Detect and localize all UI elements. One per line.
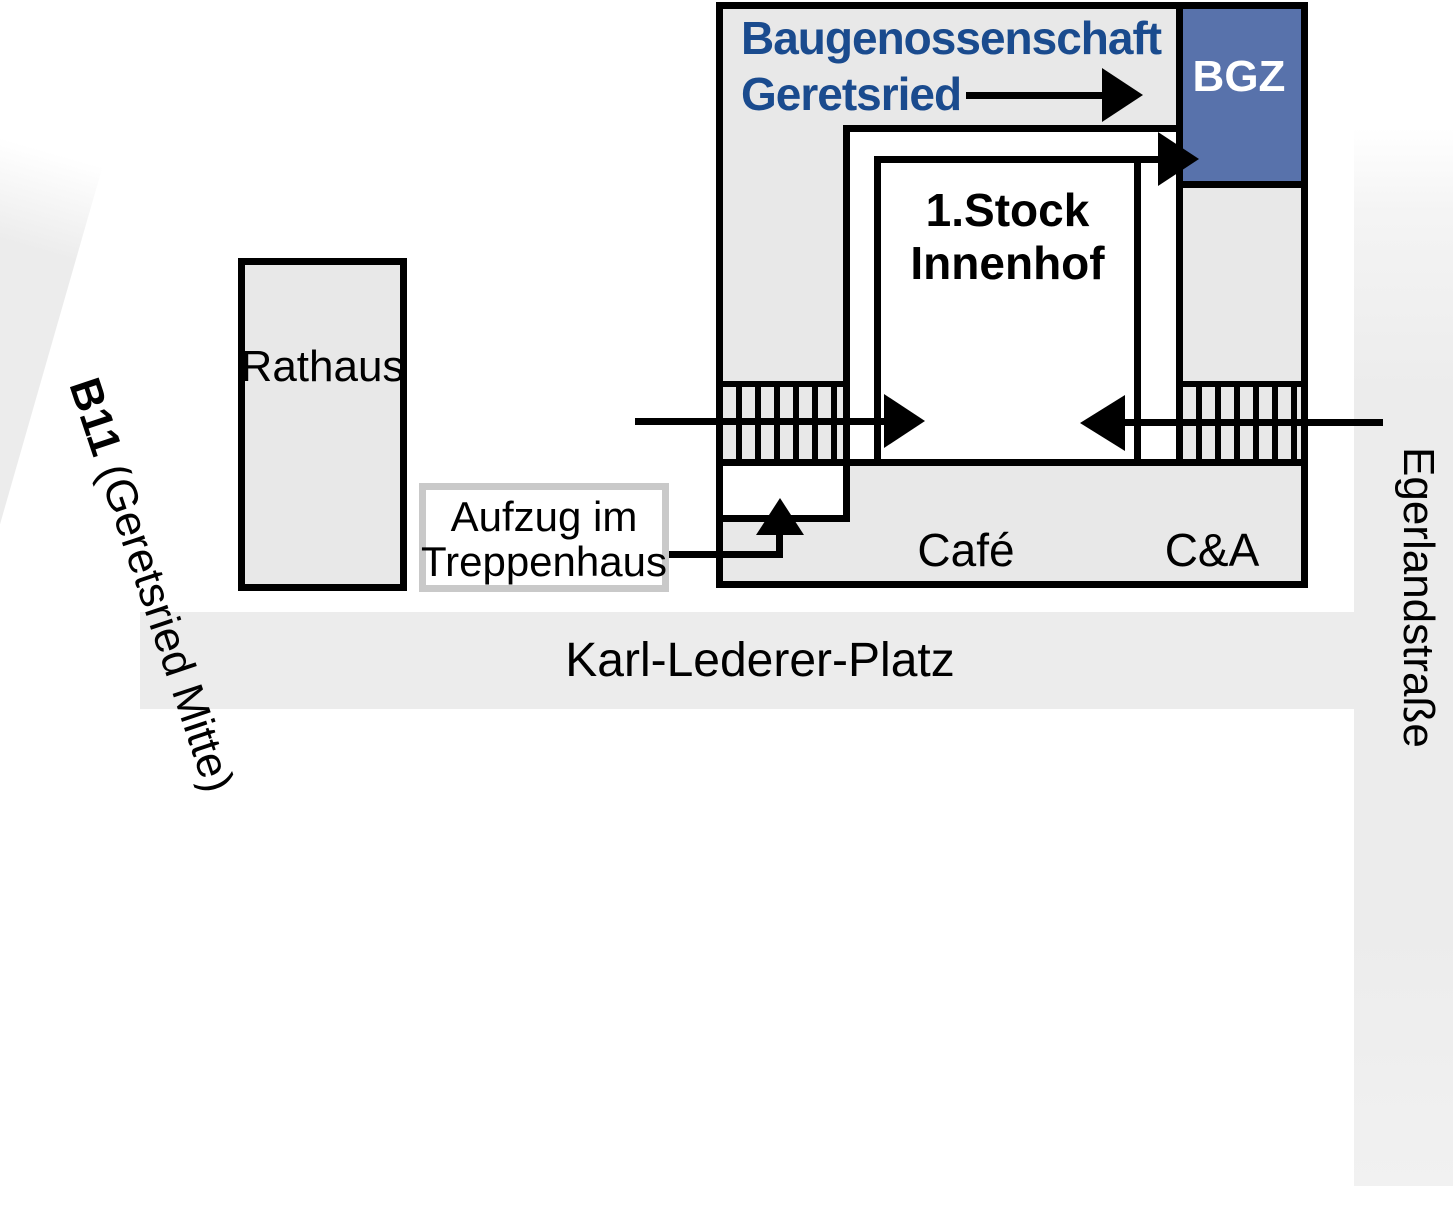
bgz-label: BGZ — [1192, 52, 1286, 101]
elevator-note-line2: Treppenhaus — [421, 538, 667, 585]
heading-arrow-icon — [1102, 68, 1143, 122]
heading-arrow-shaft — [966, 92, 1104, 99]
elevator-arrow-up-icon — [756, 498, 804, 535]
building-heading: Baugenossenschaft Geretsried — [741, 10, 1162, 122]
courtyard-label-line2: Innenhof — [910, 237, 1105, 289]
cafe-label: Café — [917, 524, 1015, 576]
elevator-note-box — [419, 483, 669, 592]
elevator-note-label: Aufzug im Treppenhaus — [419, 494, 669, 584]
c-and-a-label: C&A — [1164, 524, 1260, 576]
elevator-note-line1: Aufzug im — [450, 493, 638, 540]
west-entry-arrow-icon — [884, 394, 925, 448]
rathaus-building — [238, 258, 407, 591]
walkway-top-wall — [843, 125, 1183, 132]
courtyard-label-line1: 1.Stock — [925, 184, 1090, 236]
stairs-bottom-wall — [723, 459, 1301, 466]
building-heading-line1: Baugenossenschaft — [741, 12, 1162, 64]
walkway-left-wall — [843, 125, 850, 522]
rathaus-label: Rathaus — [240, 342, 405, 391]
building-heading-line2: Geretsried — [741, 68, 962, 120]
karl-lederer-platz-label: Karl-Lederer-Platz — [565, 634, 955, 687]
b11-street-label: B11 (Geretsried Mitte) — [59, 372, 244, 798]
bgz-entry-arrow-icon — [1158, 132, 1199, 186]
elevator-connector-line-v — [776, 533, 783, 558]
east-entry-arrow-shaft — [1125, 419, 1383, 426]
courtyard-label: 1.Stock Innenhof — [874, 184, 1141, 290]
west-entry-arrow-shaft — [635, 418, 885, 425]
egerlandstrasse-label: Egerlandstraße — [1394, 447, 1443, 748]
karl-lederer-platz-road — [140, 612, 1453, 709]
east-entry-arrow-icon — [1080, 395, 1125, 451]
elevator-connector-line-h — [661, 551, 783, 558]
b11-road — [0, 135, 103, 1224]
east-wing-wall — [1176, 181, 1183, 459]
bgz-entry-arrow-shaft — [1134, 156, 1160, 163]
egerlandstrasse-road — [1354, 128, 1453, 1186]
